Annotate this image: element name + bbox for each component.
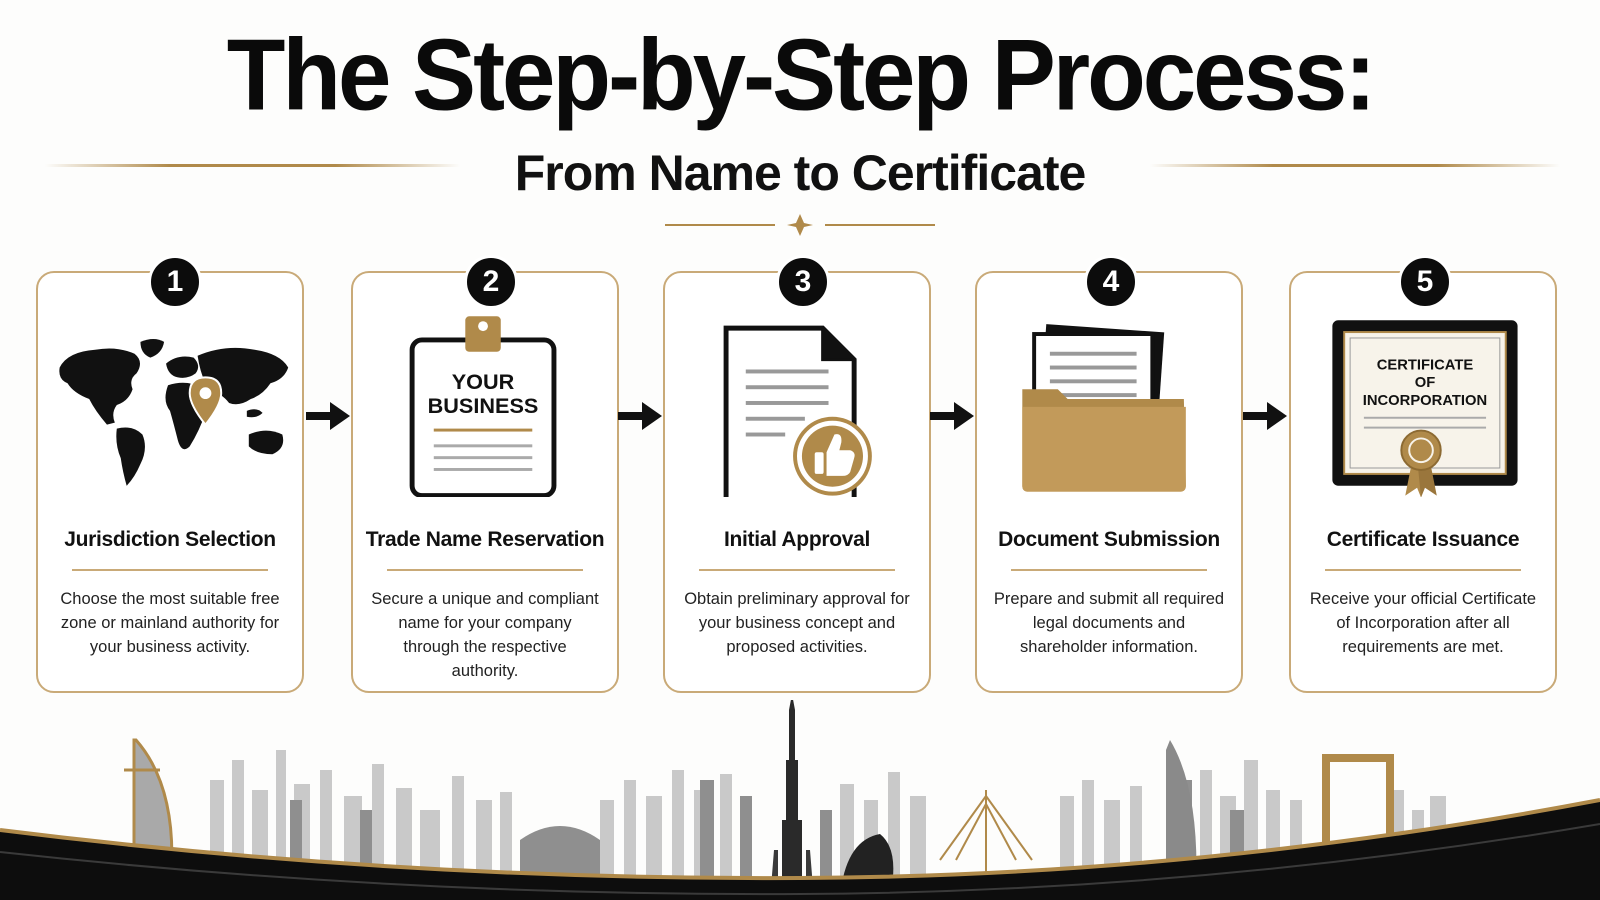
step-description-2: Secure a unique and compliant name for y… [371, 590, 599, 680]
subtitle-rule-right [1150, 164, 1560, 167]
step-card-1: Jurisdiction Selection Choose the most s… [36, 271, 304, 693]
step-title-2: Trade Name Reservation [365, 528, 605, 551]
step-number-badge-1: 1 [148, 255, 202, 309]
ornament-divider [665, 214, 935, 236]
world-map-pin-icon [59, 338, 289, 486]
arrow-right-icon [1243, 402, 1287, 430]
step-description-3: Obtain preliminary approval for your bus… [684, 590, 910, 656]
step-card-5: CERTIFICATE OF INCORPORATION Certificate… [1289, 271, 1557, 693]
step-title-4: Document Submission [998, 528, 1220, 551]
step-title-5: Certificate Issuance [1326, 528, 1520, 551]
page-subtitle: From Name to Certificate [514, 145, 1087, 201]
svg-text:YOUR: YOUR [452, 369, 515, 394]
step-card-3: Initial Approval Obtain preliminary appr… [663, 271, 931, 693]
step-title-rule-1 [72, 569, 268, 571]
step-number-badge-2: 2 [464, 255, 518, 309]
step-number-badge-3: 3 [776, 255, 830, 309]
svg-text:INCORPORATION: INCORPORATION [1363, 393, 1487, 409]
name-tag-clipboard-icon: YOUR BUSINESS [409, 316, 557, 497]
step-number-badge-4: 4 [1084, 255, 1138, 309]
step-card-4: Document Submission Prepare and submit a… [975, 271, 1243, 693]
step-title-rule-5 [1325, 569, 1521, 571]
step-description-4: Prepare and submit all required legal do… [993, 590, 1225, 656]
arrow-right-icon [930, 402, 974, 430]
arrow-right-icon [306, 402, 350, 430]
diamond-star-icon [787, 214, 813, 236]
subtitle-rule-left [45, 164, 460, 167]
page-title: The Step-by-Step Process: [226, 19, 1377, 132]
step-number-badge-5: 5 [1398, 255, 1452, 309]
step-title-1: Jurisdiction Selection [64, 528, 276, 551]
thumbs-up-icon [814, 434, 855, 476]
svg-text:CERTIFICATE: CERTIFICATE [1377, 357, 1474, 373]
svg-text:OF: OF [1415, 375, 1436, 391]
step-title-rule-3 [699, 569, 895, 571]
location-pin-icon [188, 376, 223, 427]
step-card-2: YOUR BUSINESS Trade Name Reservation Sec… [351, 271, 619, 693]
step-title-3: Initial Approval [723, 528, 871, 551]
document-thumbs-up-icon [723, 325, 872, 497]
svg-text:BUSINESS: BUSINESS [428, 393, 539, 418]
city-skyline-illustration [0, 700, 1600, 900]
folder-documents-icon [1022, 324, 1186, 492]
step-title-rule-4 [1011, 569, 1207, 571]
certificate-seal-icon: CERTIFICATE OF INCORPORATION [1332, 320, 1518, 497]
step-description-5: Receive your official Certificate of Inc… [1309, 590, 1537, 656]
step-description-1: Choose the most suitable free zone or ma… [60, 590, 280, 656]
step-title-rule-2 [387, 569, 583, 571]
arrow-right-icon [618, 402, 662, 430]
